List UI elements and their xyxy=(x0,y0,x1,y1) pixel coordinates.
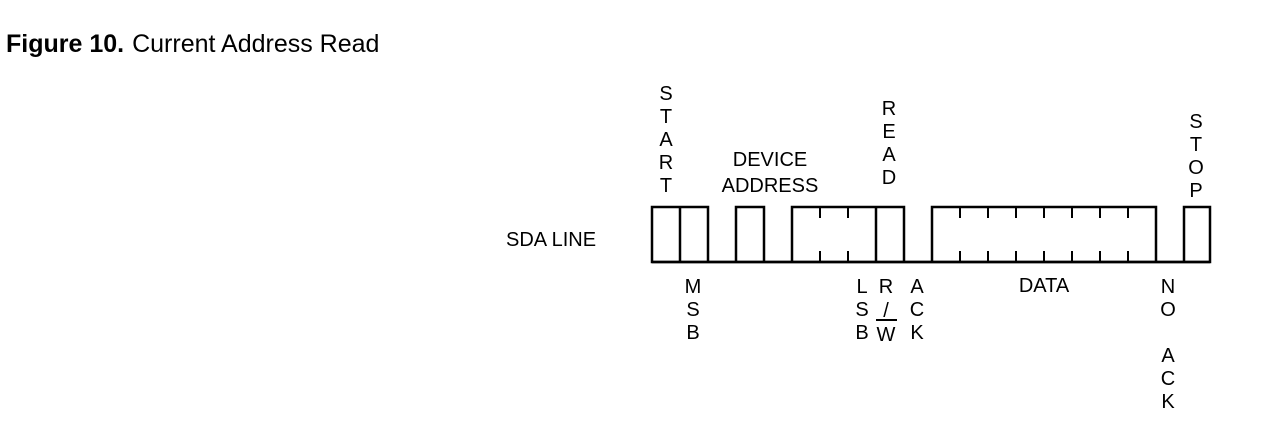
rw-w-label: W xyxy=(877,324,896,346)
rw-r-label: R xyxy=(879,276,893,298)
figure-number: Figure 10. xyxy=(6,30,125,58)
data-label: DATA xyxy=(1019,275,1070,297)
figure-title: Figure 10.Current Address Read xyxy=(6,30,379,59)
device-address-label-line2: ADDRESS xyxy=(722,175,819,197)
device-address-label-line1: DEVICE xyxy=(733,149,807,171)
rw-slash-label: / xyxy=(883,300,889,322)
sda-waveform xyxy=(650,205,1212,264)
figure-caption: Current Address Read xyxy=(132,30,380,58)
sda-line-label: SDA LINE xyxy=(506,229,596,251)
